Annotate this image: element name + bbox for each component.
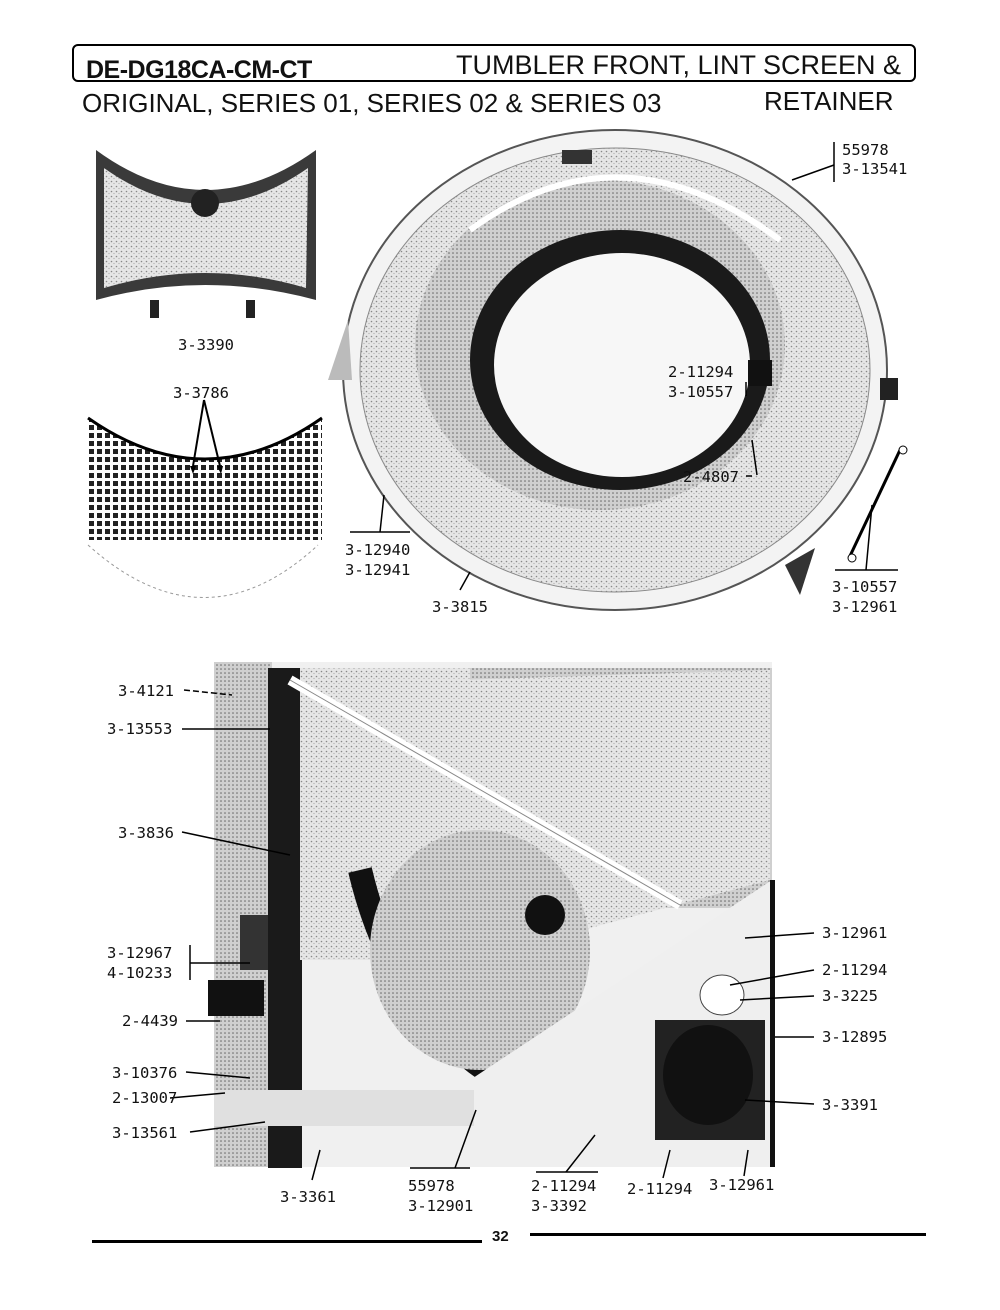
part-label: 3-3786 — [173, 384, 229, 402]
part-label: 3-12940 — [345, 541, 411, 559]
part-label: 3-3225 — [822, 987, 878, 1005]
part-label: 3-12961 — [822, 924, 888, 942]
part-label: 3-3391 — [822, 1096, 878, 1114]
part-label: 3-12941 — [345, 561, 411, 579]
part-label: 4-10233 — [107, 964, 173, 982]
part-label: 3-3392 — [531, 1197, 587, 1215]
header-box — [72, 44, 916, 82]
part-label: 2-4807 — [683, 468, 739, 486]
lint-screen-drawing — [96, 150, 316, 318]
lint-mesh-drawing — [87, 399, 323, 598]
part-label: 3-3815 — [432, 598, 488, 616]
part-label: 3-13541 — [842, 160, 908, 178]
title-line-1: TUMBLER FRONT, LINT SCREEN & — [456, 50, 902, 80]
page-number: 32 — [492, 1228, 509, 1245]
series-line: ORIGINAL, SERIES 01, SERIES 02 & SERIES … — [82, 88, 662, 118]
part-label: 3-10557 — [668, 383, 734, 401]
model-number: DE-DG18CA-CM-CT — [86, 56, 312, 84]
part-label: 3-13561 — [112, 1124, 178, 1142]
part-label: 55978 — [842, 141, 889, 159]
part-label: 2-11294 — [822, 961, 888, 979]
part-label: 3-3390 — [178, 336, 234, 354]
footer-rule-left — [92, 1240, 482, 1243]
part-label: 3-3836 — [118, 824, 174, 842]
part-label: 2-4439 — [122, 1012, 178, 1030]
tumbler-front-drawing — [328, 129, 908, 611]
part-label: 3-12901 — [408, 1197, 474, 1215]
part-label: 3-3361 — [280, 1188, 336, 1206]
part-label: 2-11294 — [668, 363, 734, 381]
part-label: 2-11294 — [627, 1180, 693, 1198]
part-label: 3-13553 — [107, 720, 173, 738]
part-label: 2-11294 — [531, 1177, 597, 1195]
top-leader-lines — [350, 142, 898, 591]
part-label: 3-12967 — [107, 944, 173, 962]
part-label: 3-10557 — [832, 578, 898, 596]
title-line-2: RETAINER — [764, 86, 894, 116]
part-label: 3-12961 — [832, 598, 898, 616]
footer-rule-right — [530, 1233, 926, 1236]
bottom-leader-lines — [169, 689, 815, 1181]
part-label: 55978 — [408, 1177, 455, 1195]
part-label: 3-10376 — [112, 1064, 178, 1082]
part-label: 3-12895 — [822, 1028, 888, 1046]
part-label: 3-4121 — [118, 682, 174, 700]
bottom-photo — [208, 662, 775, 1168]
part-label: 3-12961 — [709, 1176, 775, 1194]
part-label: 2-13007 — [112, 1089, 178, 1107]
